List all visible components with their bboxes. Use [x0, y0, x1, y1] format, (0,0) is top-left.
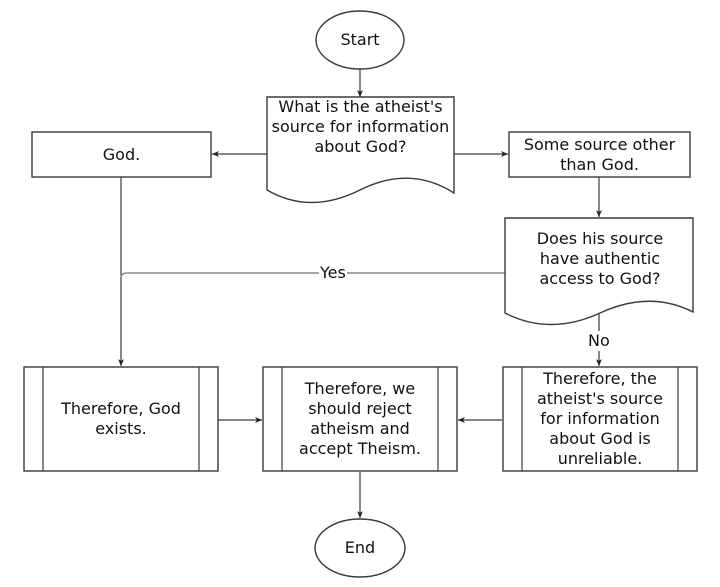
access-question-shape	[504, 217, 694, 326]
question-source-node: What is the atheist's source for informa…	[271, 97, 450, 156]
god-node: God.	[102, 144, 141, 164]
edge-yes-line	[120, 272, 505, 278]
question-source-shape	[266, 96, 455, 204]
god-node-shape	[31, 131, 212, 178]
god-exists-shape	[23, 366, 219, 472]
other-source-shape	[508, 131, 691, 178]
end-node: End	[344, 538, 376, 557]
reject-atheism-shape	[262, 366, 458, 472]
reject-atheism-node: Therefore, we should reject atheism and …	[299, 379, 421, 458]
god-exists-node: Therefore, God exists.	[61, 399, 181, 438]
no-edge-label: No	[588, 331, 610, 351]
yes-edge-label: Yes	[319, 263, 347, 282]
access-question-node: Does his source have authentic access to…	[536, 229, 664, 288]
end-node-shape	[314, 518, 406, 578]
other-source-node: Some source other than God.	[523, 134, 676, 174]
unreliable-node: Therefore, the atheist's source for info…	[536, 369, 664, 468]
start-node: Start	[340, 30, 380, 49]
unreliable-shape	[502, 366, 698, 472]
start-node-shape	[315, 10, 405, 70]
